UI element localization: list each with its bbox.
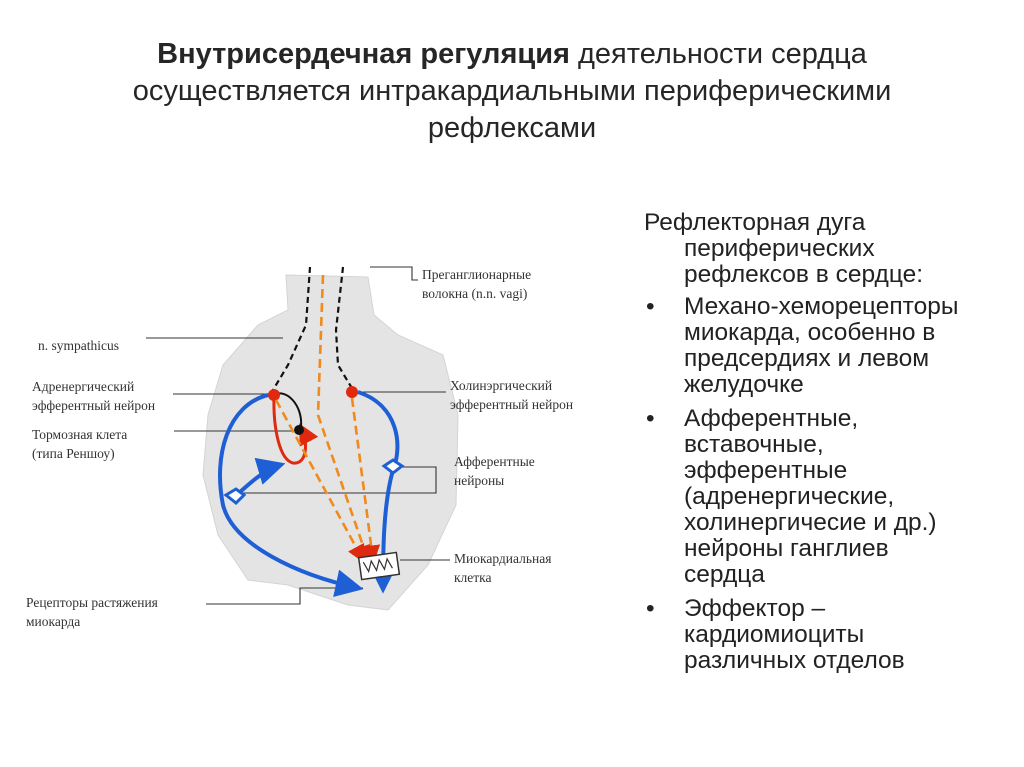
label-receptors-1: Рецепторы растяжения [26, 595, 158, 610]
title-rest: деятельности сердца [569, 38, 867, 70]
bullet-line: миокарда, особенно в [684, 319, 936, 346]
panel-heading-line-1: Рефлекторная дуга [644, 209, 866, 236]
bullet-line: (адренергические, [684, 483, 895, 510]
bullet-line: Афферентные, [684, 405, 859, 432]
slide-title: Внутрисердечная регуляция деятельности с… [40, 36, 984, 147]
bullet-dot: • [646, 293, 655, 320]
sympathetic-fiber [272, 266, 312, 391]
label-cholinergic-1: Холинэргический [450, 378, 552, 393]
label-receptors-2: миокарда [26, 614, 80, 629]
leader-preganglionic [370, 266, 418, 281]
label-inhibitory-1: Тормозная клета [32, 427, 127, 442]
label-myocardial-2: клетка [454, 570, 492, 585]
bullet-line: кардиомиоциты [684, 621, 865, 648]
left-afferent-pathway [218, 393, 364, 597]
bullet-line: предсердиях и левом [684, 345, 930, 372]
bullet-dot: • [646, 405, 655, 432]
bullet-item: • Афферентные,вставочные,эфферентные(адре… [640, 406, 1015, 588]
inhibitory-loop [272, 394, 319, 465]
preganglionic-arrow [316, 274, 372, 564]
label-inhibitory-2: (типа Реншоу) [32, 446, 115, 461]
panel-heading: Рефлекторная дуга периферических рефлекс… [640, 210, 1015, 288]
label-afferent-1: Афферентные [454, 454, 535, 469]
label-cholinergic-2: эфферентный нейрон [450, 397, 573, 412]
title-line-3: рефлексами [427, 112, 597, 144]
bullet-line: эфферентные [684, 457, 848, 484]
bullet-line: желудочке [684, 371, 804, 398]
label-preganglionic-1: Преганглионарные [422, 267, 531, 282]
label-preganglionic-2: волокна (n.n. vagi) [422, 286, 527, 301]
myocardial-cell [357, 551, 401, 581]
label-myocardial-1: Миокардиальная [454, 551, 551, 566]
bullet-line: различных отделов [684, 647, 905, 674]
bullet-line: вставочные, [684, 431, 824, 458]
title-bold: Внутрисердечная регуляция [157, 38, 570, 70]
inhibitory-cell [294, 425, 304, 435]
afferent-neuron-bodies [223, 458, 405, 506]
label-adrenergic-1: Адренергический [32, 379, 134, 394]
cholinergic-neuron [346, 386, 358, 398]
heart-shape [202, 274, 459, 611]
bullet-dot: • [646, 595, 655, 622]
bullet-line: Механо-хеморецепторы [684, 293, 959, 320]
vagus-fiber [334, 266, 354, 391]
efferent-neurons [268, 386, 358, 465]
label-adrenergic-2: эфферентный нейрон [32, 398, 155, 413]
title-line-1: Внутрисердечная регуляция деятельности с… [40, 36, 984, 73]
heart-reflex-diagram: Преганглионарные волокна (n.n. vagi) n. … [26, 266, 573, 629]
afferent-neuron-left [223, 487, 247, 506]
title-line-2: осуществляется интракардиальными перифер… [132, 75, 892, 107]
bullet-line: нейроны ганглиев [684, 535, 889, 562]
adrenergic-arrow [274, 399, 365, 564]
afferent-neuron-right [381, 458, 405, 475]
label-afferent-2: нейроны [454, 473, 504, 488]
adrenergic-neuron [268, 389, 280, 401]
leader-receptors [206, 587, 363, 605]
reflex-arc-panel: Рефлекторная дуга периферических рефлекс… [640, 210, 1015, 682]
bullet-line: холинергичесие и др.) [684, 509, 937, 536]
panel-heading-line-3: рефлексов в сердце: [684, 261, 924, 288]
leader-afferent [233, 466, 437, 494]
label-sympathicus: n. sympathicus [38, 338, 119, 353]
bullet-line: сердца [684, 561, 765, 588]
panel-heading-line-2: периферических [684, 235, 875, 262]
bullet-line: Эффектор – [684, 595, 826, 622]
